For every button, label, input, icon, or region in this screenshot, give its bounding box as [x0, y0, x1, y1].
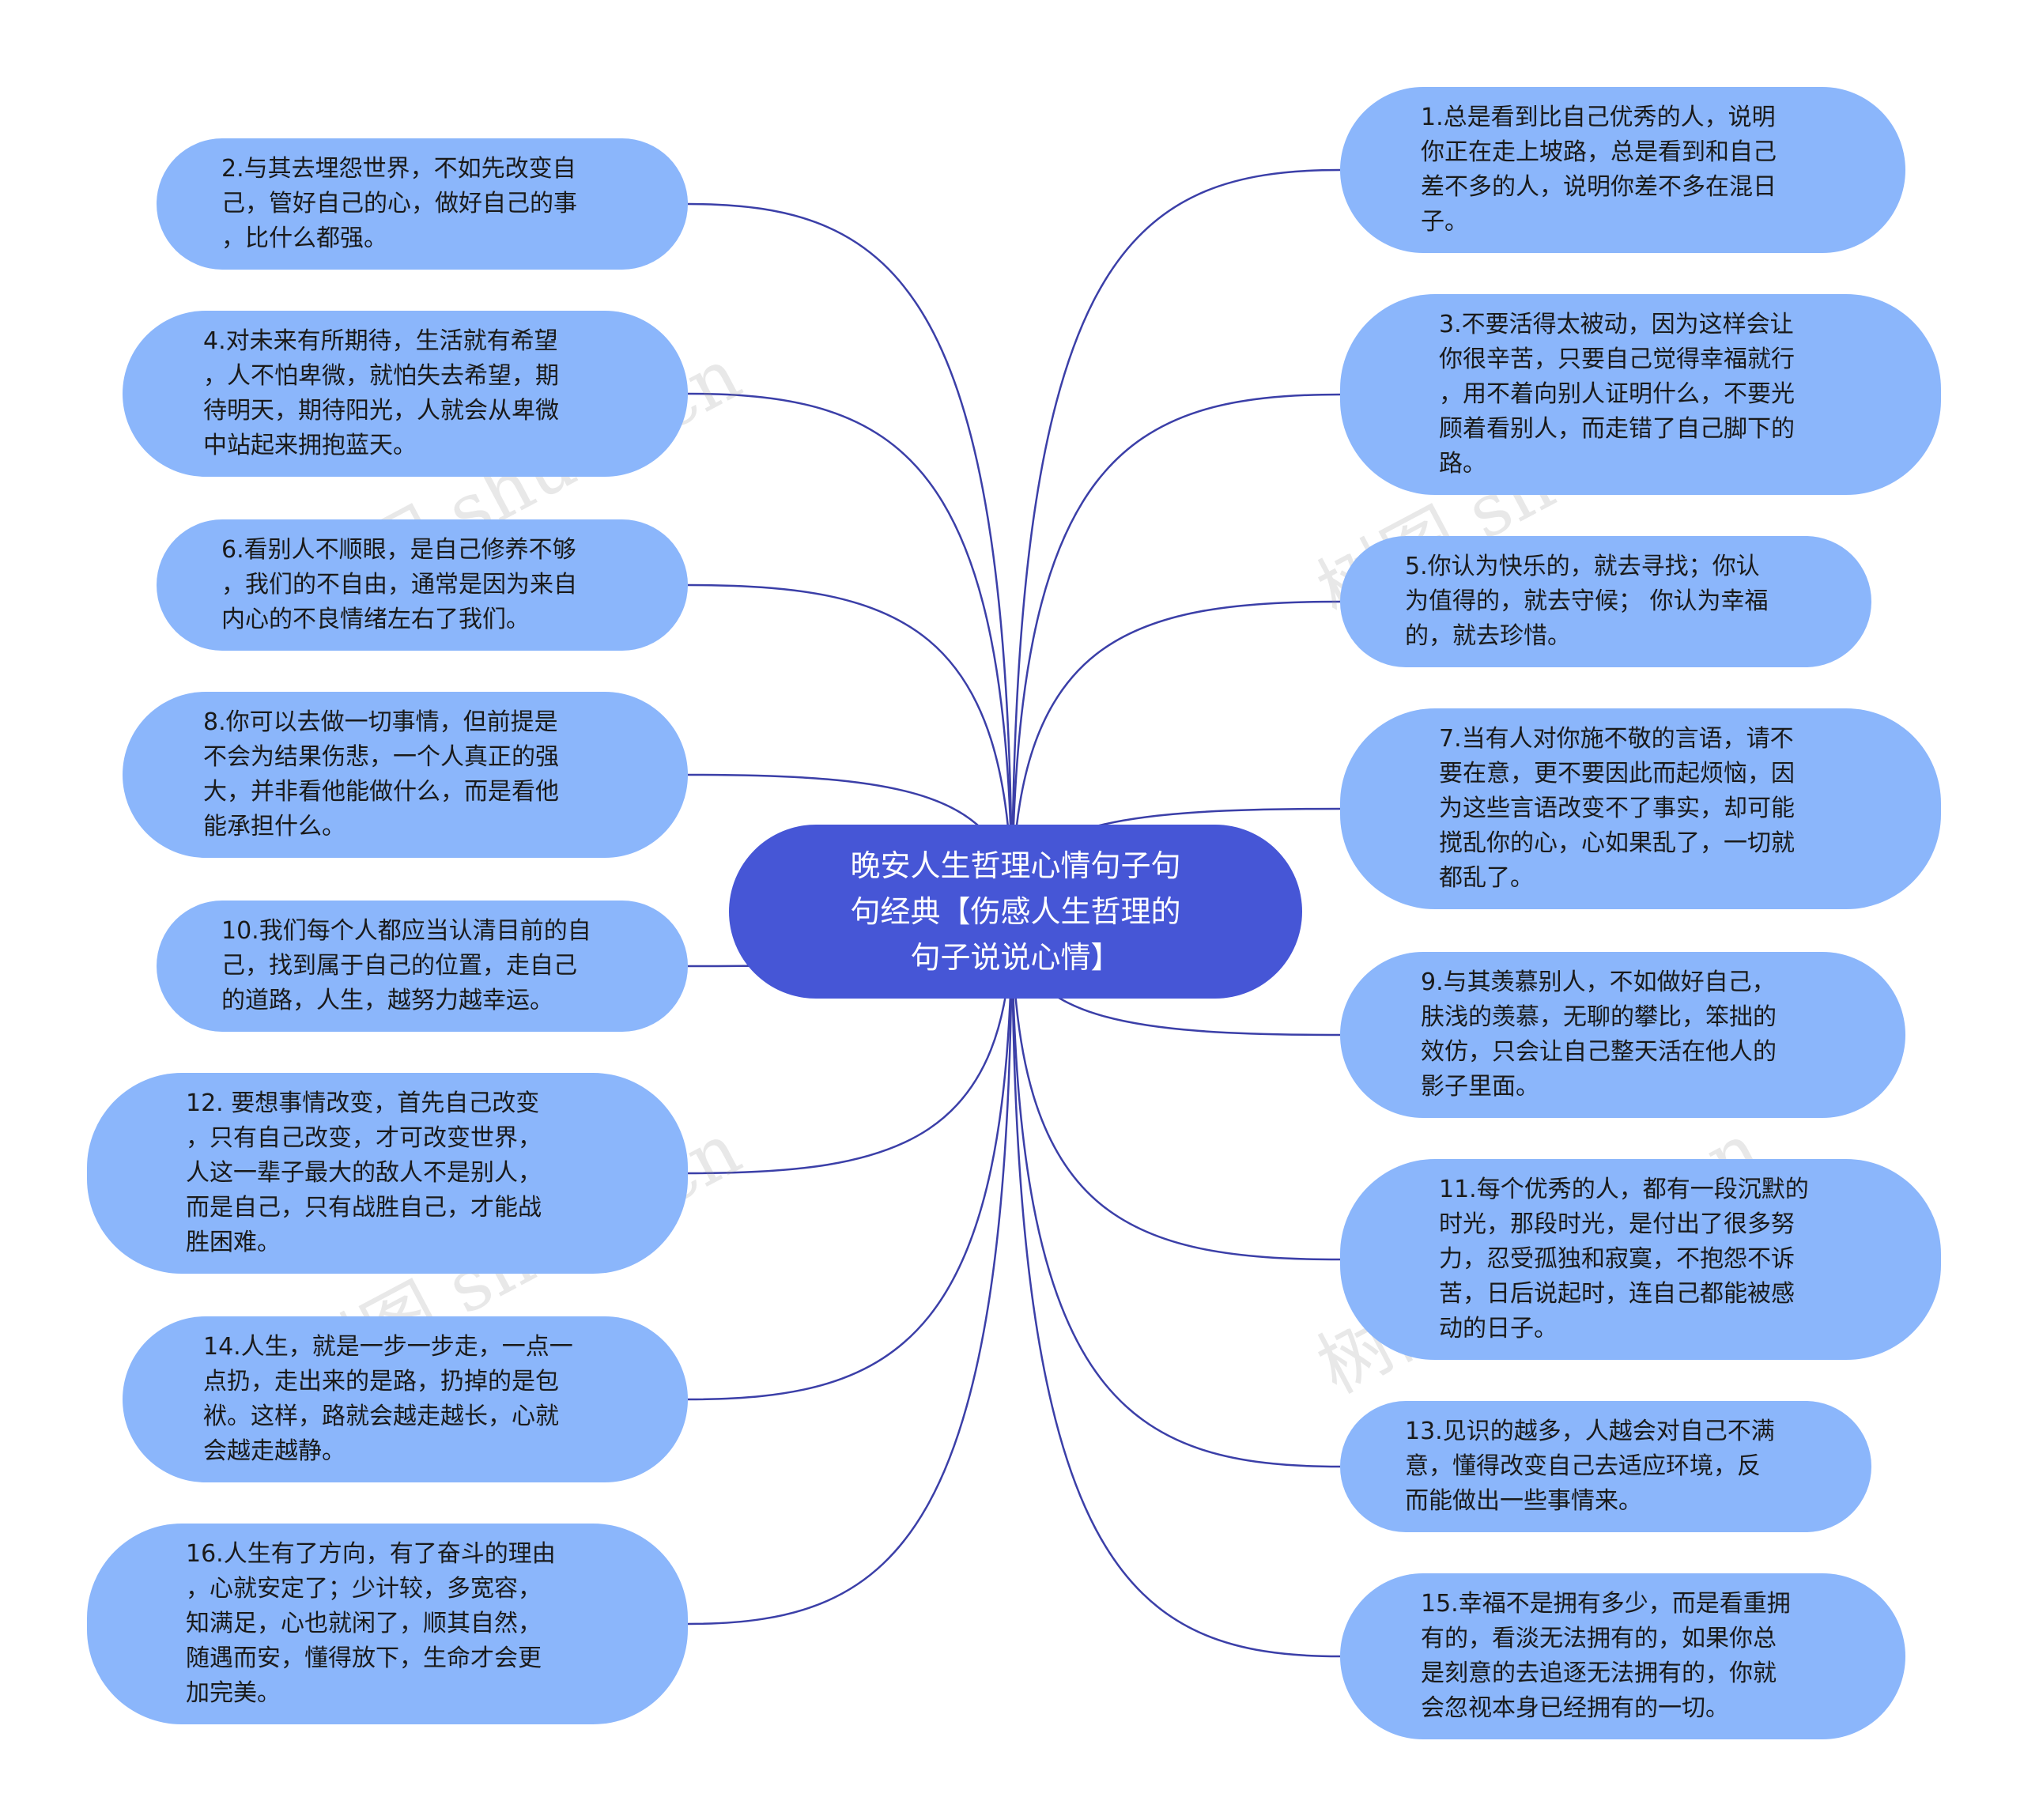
connector-n13 — [1010, 911, 1341, 1468]
topic-node-2[interactable]: 2.与其去埋怨世界，不如先改变自 己，管好自己的心，做好自己的事 ，比什么都强。 — [157, 138, 688, 270]
topic-node-3[interactable]: 3.不要活得太被动，因为这样会让 你很辛苦，只要自己觉得幸福就行 ，用不着向别人… — [1340, 294, 1941, 495]
topic-node-12[interactable]: 12. 要想事情改变，首先自己改变 ，只有自己改变，才可改变世界， 人这一辈子最… — [87, 1073, 688, 1274]
topic-node-14[interactable]: 14.人生，就是一步一步走，一点一 点扔，走出来的是路，扔掉的是包 袱。这样，路… — [123, 1316, 688, 1482]
topic-node-7[interactable]: 7.当有人对你施不敬的言语，请不 要在意，更不要因此而起烦恼，因 为这些言语改变… — [1340, 708, 1941, 909]
connector-n5 — [1010, 600, 1341, 912]
topic-node-3-text: 3.不要活得太被动，因为这样会让 你很辛苦，只要自己觉得幸福就行 ，用不着向别人… — [1439, 311, 1795, 478]
topic-node-9-text: 9.与其羡慕别人，不如做好自己， 肤浅的羡慕，无聊的攀比，笨拙的 效仿，只会让自… — [1421, 969, 1777, 1101]
topic-node-1[interactable]: 1.总是看到比自己优秀的人，说明 你正在走上坡路，总是看到和自己 差不多的人，说… — [1340, 87, 1905, 253]
topic-node-16[interactable]: 16.人生有了方向，有了奋斗的理由 ，心就安定了；少计较，多宽容， 知满足，心也… — [87, 1524, 688, 1724]
topic-node-5[interactable]: 5.你认为快乐的，就去寻找；你认 为值得的，就去守候； 你认为幸福 的，就去珍惜… — [1340, 536, 1871, 667]
central-topic[interactable]: 晚安人生哲理心情句子句 句经典【伤感人生哲理的 句子说说心情】 — [729, 825, 1302, 999]
topic-node-6-text: 6.看别人不顺眼，是自己修养不够 ，我们的不自由，通常是因为来自 内心的不良情绪… — [221, 536, 577, 633]
topic-node-4-text: 4.对未来有所期待，生活就有希望 ，人不怕卑微，就怕失去希望，期 待明天，期待阳… — [203, 327, 559, 459]
topic-node-14-text: 14.人生，就是一步一步走，一点一 点扔，走出来的是路，扔掉的是包 袱。这样，路… — [203, 1333, 573, 1465]
topic-node-10[interactable]: 10.我们每个人都应当认清目前的自 己，找到属于自己的位置，走自己 的道路，人生… — [157, 901, 688, 1032]
topic-node-6[interactable]: 6.看别人不顺眼，是自己修养不够 ，我们的不自由，通常是因为来自 内心的不良情绪… — [157, 519, 688, 651]
connector-n11 — [1010, 911, 1341, 1261]
topic-node-15-text: 15.幸福不是拥有多少，而是看重拥 有的，看淡无法拥有的，如果你总 是刻意的去追… — [1421, 1590, 1791, 1722]
connector-n14 — [687, 911, 1014, 1401]
topic-node-2-text: 2.与其去埋怨世界，不如先改变自 己，管好自己的心，做好自己的事 ，比什么都强。 — [221, 155, 577, 252]
topic-node-16-text: 16.人生有了方向，有了奋斗的理由 ，心就安定了；少计较，多宽容， 知满足，心也… — [186, 1540, 556, 1707]
topic-node-8[interactable]: 8.你可以去做一切事情，但前提是 不会为结果伤悲，一个人真正的强 大，并非看他能… — [123, 692, 688, 858]
topic-node-12-text: 12. 要想事情改变，首先自己改变 ，只有自己改变，才可改变世界， 人这一辈子最… — [186, 1089, 542, 1256]
central-topic-label: 晚安人生哲理心情句子句 句经典【伤感人生哲理的 句子说说心情】 — [850, 848, 1181, 975]
topic-node-15[interactable]: 15.幸福不是拥有多少，而是看重拥 有的，看淡无法拥有的，如果你总 是刻意的去追… — [1340, 1573, 1905, 1739]
connector-n16 — [687, 911, 1014, 1626]
topic-node-4[interactable]: 4.对未来有所期待，生活就有希望 ，人不怕卑微，就怕失去希望，期 待明天，期待阳… — [123, 311, 688, 477]
topic-node-8-text: 8.你可以去做一切事情，但前提是 不会为结果伤悲，一个人真正的强 大，并非看他能… — [203, 708, 559, 840]
connector-n15 — [1010, 911, 1341, 1658]
topic-node-5-text: 5.你认为快乐的，就去寻找；你认 为值得的，就去守候； 你认为幸福 的，就去珍惜… — [1405, 553, 1769, 650]
topic-node-13-text: 13.见识的越多，人越会对自己不满 意，懂得改变自己去适应环境，反 而能做出一些… — [1405, 1418, 1775, 1515]
topic-node-10-text: 10.我们每个人都应当认清目前的自 己，找到属于自己的位置，走自己 的道路，人生… — [221, 917, 591, 1014]
topic-node-11[interactable]: 11.每个优秀的人，都有一段沉默的 时光，那段时光，是付出了很多努 力，忍受孤独… — [1340, 1159, 1941, 1360]
topic-node-1-text: 1.总是看到比自己优秀的人，说明 你正在走上坡路，总是看到和自己 差不多的人，说… — [1421, 104, 1777, 236]
topic-node-11-text: 11.每个优秀的人，都有一段沉默的 时光，那段时光，是付出了很多努 力，忍受孤独… — [1439, 1176, 1809, 1342]
connector-n4 — [687, 392, 1014, 912]
connector-n6 — [687, 583, 1014, 912]
topic-node-7-text: 7.当有人对你施不敬的言语，请不 要在意，更不要因此而起烦恼，因 为这些言语改变… — [1439, 725, 1795, 892]
topic-node-13[interactable]: 13.见识的越多，人越会对自己不满 意，懂得改变自己去适应环境，反 而能做出一些… — [1340, 1401, 1871, 1532]
connector-n3 — [1010, 393, 1341, 912]
connector-n1 — [1010, 168, 1341, 912]
topic-node-9[interactable]: 9.与其羡慕别人，不如做好自己， 肤浅的羡慕，无聊的攀比，笨拙的 效仿，只会让自… — [1340, 952, 1905, 1118]
connector-n2 — [687, 202, 1014, 912]
